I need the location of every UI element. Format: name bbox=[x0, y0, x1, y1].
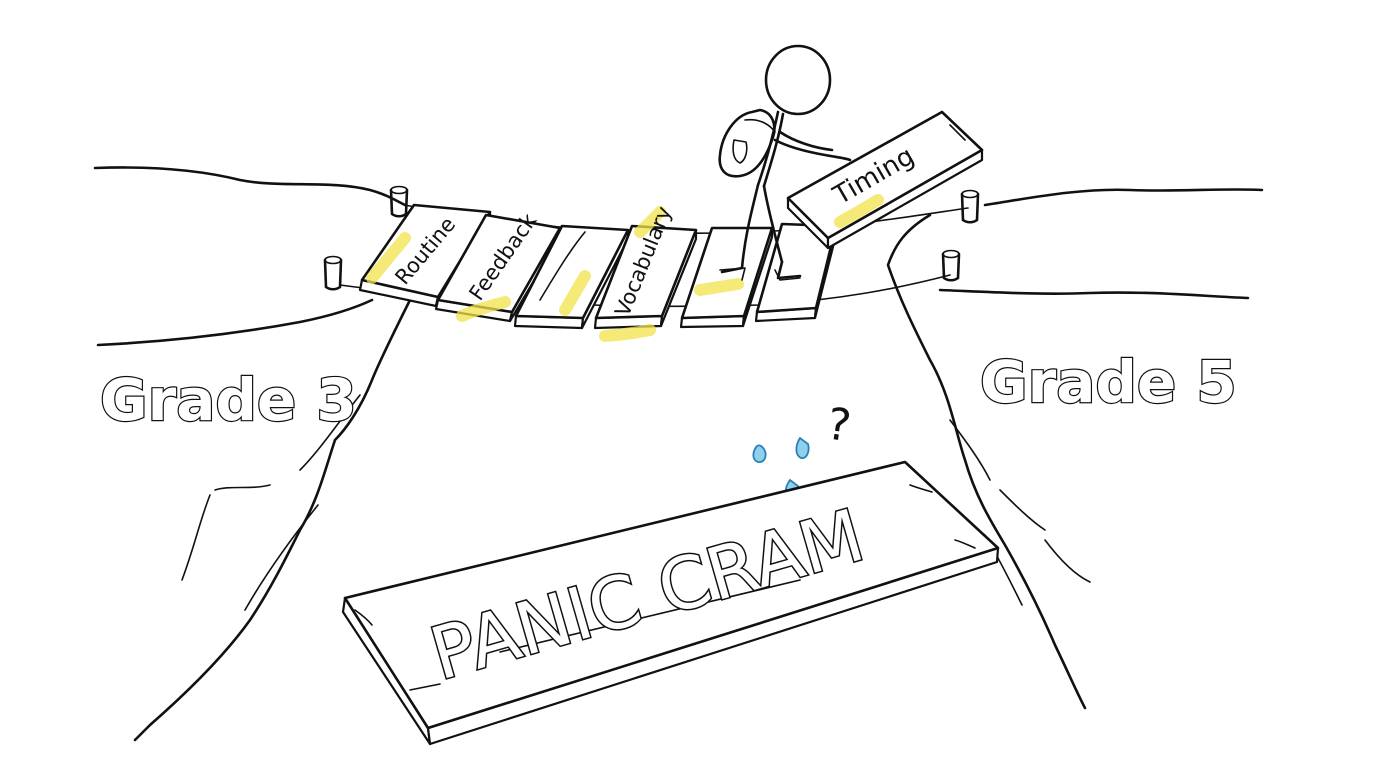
post-right-front bbox=[941, 249, 961, 282]
plank-feedback: Feedback bbox=[434, 208, 562, 323]
question-mark-icon: ? bbox=[824, 399, 854, 453]
carried-plank-timing: Timing bbox=[786, 110, 984, 250]
post-left-back bbox=[389, 185, 409, 218]
plank-blank-2 bbox=[679, 226, 774, 329]
panic-cram-plank: PANIC CRAM bbox=[341, 460, 1000, 746]
post-left-front bbox=[323, 255, 343, 291]
grade-left-label: Grade 3 bbox=[100, 366, 357, 434]
bridge-posts bbox=[323, 185, 980, 291]
stick-figure-with-backpack-icon bbox=[718, 44, 852, 280]
post-right-back bbox=[960, 189, 980, 224]
left-cliff bbox=[93, 166, 412, 742]
grade-right-label: Grade 5 bbox=[980, 348, 1237, 416]
right-cliff bbox=[886, 188, 1264, 710]
bridge: Routine Feedback Vocabulary bbox=[358, 203, 838, 342]
